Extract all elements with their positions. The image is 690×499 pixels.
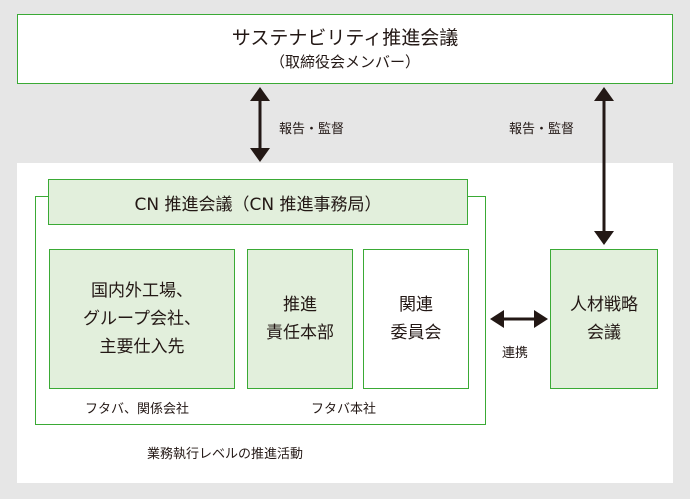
left-report-label: 報告・監督 [279, 122, 345, 137]
sustainability-meeting-subtitle: （取締役会メンバー） [269, 53, 420, 71]
hr-strategy-meeting-text: 人材戦略 会議 [570, 295, 638, 343]
cn-meeting-title: CN 推進会議（CN 推進事務局） [134, 194, 382, 215]
hr-strategy-meeting-box: 人材戦略 会議 [550, 249, 658, 389]
sustainability-meeting-title: サステナビリティ推進会議 [231, 27, 459, 49]
domestic-overseas-plants-text: 国内外工場、 グループ会社、 主要仕入先 [83, 281, 201, 357]
group-companies-label: フタバ、関係会社 [85, 402, 190, 417]
left-report-arrow [250, 87, 270, 162]
promotion-division-text: 推進 責任本部 [266, 295, 334, 343]
coordination-label: 連携 [502, 346, 529, 361]
headquarters-label: フタバ本社 [311, 402, 377, 417]
coordination-arrow [490, 310, 548, 328]
promotion-division-box: 推進 責任本部 [247, 249, 353, 389]
related-committee-text: 関連 委員会 [390, 295, 442, 343]
execution-level-label: 業務執行レベルの推進活動 [147, 447, 304, 462]
right-report-arrow [594, 87, 614, 245]
sustainability-meeting-box: サステナビリティ推進会議 （取締役会メンバー） [17, 14, 673, 84]
related-committee-box: 関連 委員会 [363, 249, 469, 389]
right-report-label: 報告・監督 [509, 122, 575, 137]
domestic-overseas-plants-box: 国内外工場、 グループ会社、 主要仕入先 [49, 249, 235, 389]
cn-meeting-box: CN 推進会議（CN 推進事務局） [48, 179, 468, 225]
